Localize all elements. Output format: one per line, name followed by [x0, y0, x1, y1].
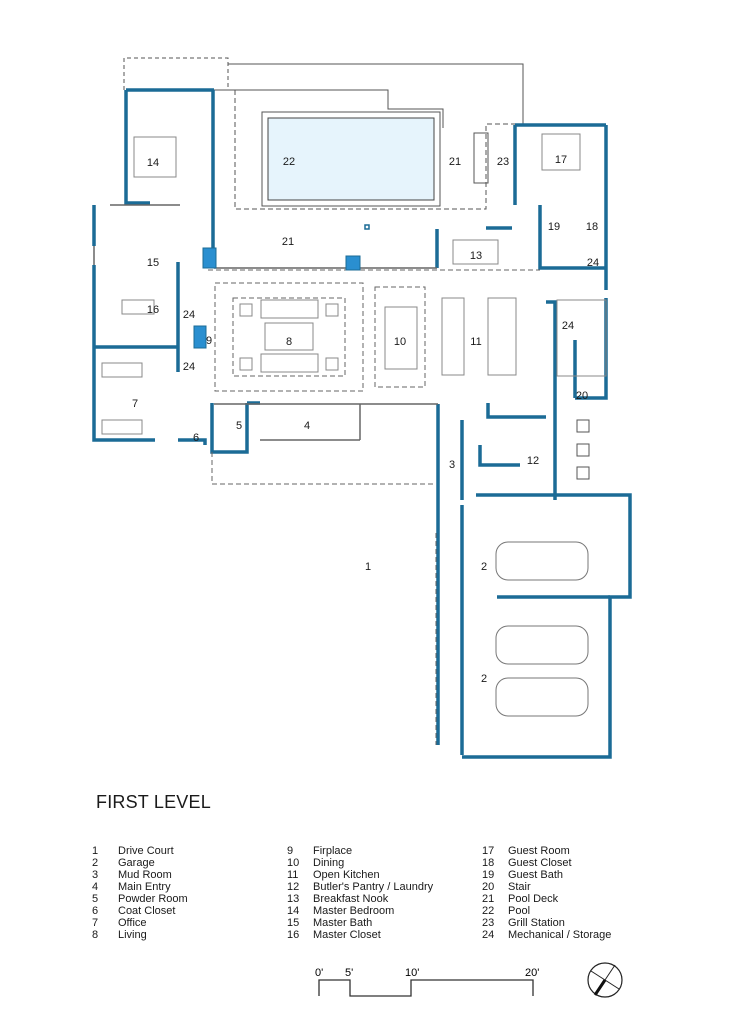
room-label: 24 [587, 257, 599, 269]
room-label: 20 [576, 390, 588, 402]
north-arrow-icon [587, 962, 623, 998]
room-label: 2 [481, 561, 487, 573]
room-label: 1 [365, 561, 371, 573]
room-label: 4 [304, 420, 310, 432]
room-label: 8 [286, 336, 292, 348]
svg-text:10': 10' [405, 967, 419, 979]
room-label: 14 [147, 157, 159, 169]
room-label: 22 [283, 156, 295, 168]
room-label: 21 [449, 156, 461, 168]
room-label: 24 [183, 309, 195, 321]
room-label: 15 [147, 257, 159, 269]
room-label: 10 [394, 336, 406, 348]
room-label: 18 [586, 221, 598, 233]
room-label: 21 [282, 236, 294, 248]
room-label: 6 [193, 432, 199, 444]
room-label: 16 [147, 304, 159, 316]
svg-text:5': 5' [345, 967, 353, 979]
room-label: 19 [548, 221, 560, 233]
plan-title: FIRST LEVEL [96, 792, 211, 812]
room-label: 12 [527, 455, 539, 467]
room-label: 13 [470, 250, 482, 262]
pool [261, 111, 441, 207]
room-label: 3 [449, 459, 455, 471]
scale-bar: 0' 5' 10' 20' [315, 967, 539, 997]
room-label: 9 [206, 335, 212, 347]
svg-text:0': 0' [315, 967, 323, 979]
room-label: 7 [132, 398, 138, 410]
room-label: 17 [555, 154, 567, 166]
svg-text:20': 20' [525, 967, 539, 979]
room-label: 2 [481, 673, 487, 685]
room-label: 23 [497, 156, 509, 168]
room-label: 5 [236, 420, 242, 432]
room-label: 24 [183, 361, 195, 373]
room-label: 24 [562, 320, 574, 332]
room-label: 11 [470, 336, 481, 348]
